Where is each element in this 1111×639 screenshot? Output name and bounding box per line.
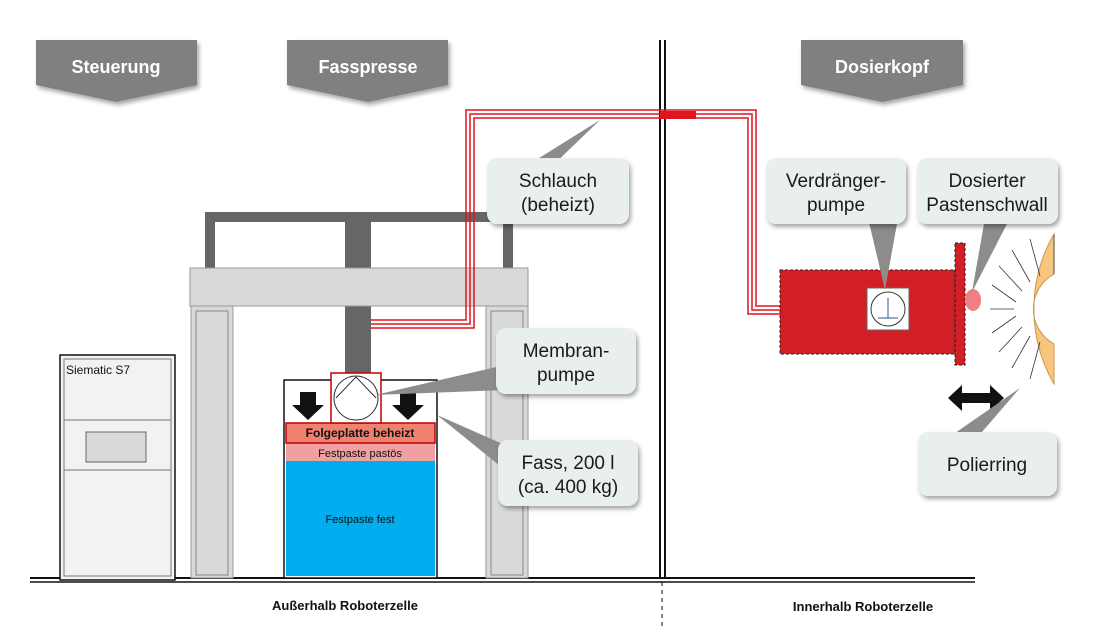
drum: Festpaste fest Festpaste pastös Folgepla… bbox=[283, 379, 438, 579]
callout-verdraengerpumpe: Verdränger- pumpe bbox=[766, 158, 906, 224]
callout-pointers bbox=[375, 120, 1020, 470]
callout-fass-line2: (ca. 400 kg) bbox=[518, 477, 618, 498]
festpaste-pastos-layer bbox=[286, 443, 435, 461]
callout-schlauch-line2: (beheizt) bbox=[521, 195, 595, 216]
festpaste-fest-label: Festpaste fest bbox=[325, 514, 394, 526]
banner-fasspresse-label: Fasspresse bbox=[318, 57, 417, 77]
festpaste-pastos-label: Festpaste pastös bbox=[318, 448, 402, 460]
pump-symbol-icon bbox=[335, 376, 377, 399]
banner-steuerung: Steuerung bbox=[36, 40, 197, 102]
zone-outside-label: Außerhalb Roboterzelle bbox=[272, 598, 418, 613]
callout-polierring-line1: Polierring bbox=[947, 455, 1027, 476]
banner-fasspresse: Fasspresse bbox=[287, 40, 448, 102]
callout-polierring: Polierring bbox=[918, 432, 1057, 496]
callout-fass-line1: Fass, 200 l bbox=[522, 453, 615, 474]
callout-membranpumpe-line1: Membran- bbox=[523, 341, 610, 362]
siematic-label: Siematic S7 bbox=[66, 363, 130, 377]
callout-pastenschwall: Dosierter Pastenschwall bbox=[917, 158, 1058, 224]
hose-coupling bbox=[660, 111, 696, 119]
zone-divider bbox=[659, 40, 666, 630]
down-arrow-icon bbox=[392, 392, 424, 420]
callout-membranpumpe-line2: pumpe bbox=[537, 365, 595, 386]
zone-inside-label: Innerhalb Roboterzelle bbox=[793, 599, 933, 614]
paste-blob bbox=[965, 289, 981, 311]
banner-dosierkopf-label: Dosierkopf bbox=[835, 57, 930, 77]
displacement-pump-icon bbox=[878, 298, 898, 319]
callout-schlauch: Schlauch (beheizt) bbox=[487, 158, 629, 224]
callout-pastenschwall-line2: Pastenschwall bbox=[926, 195, 1047, 216]
down-arrow-icon bbox=[292, 392, 324, 420]
heated-hose bbox=[371, 109, 780, 329]
callout-fass: Fass, 200 l (ca. 400 kg) bbox=[498, 440, 638, 506]
callout-schlauch-line1: Schlauch bbox=[519, 171, 597, 192]
callout-verdraengerpumpe-line1: Verdränger- bbox=[786, 171, 886, 192]
folgeplatte-label: Folgeplatte beheizt bbox=[306, 426, 415, 440]
membrane-pump bbox=[330, 372, 382, 424]
polishing-ring bbox=[990, 232, 1055, 386]
festpaste-fest-layer bbox=[286, 461, 435, 576]
callout-membranpumpe: Membran- pumpe bbox=[496, 328, 636, 394]
siematic-cabinet: Siematic S7 bbox=[59, 354, 176, 581]
callout-pastenschwall-line1: Dosierter bbox=[948, 171, 1026, 192]
banner-dosierkopf: Dosierkopf bbox=[801, 40, 963, 102]
banner-steuerung-label: Steuerung bbox=[71, 57, 160, 77]
dosing-head bbox=[779, 242, 981, 366]
double-arrow-icon bbox=[948, 385, 1004, 411]
callout-verdraengerpumpe-line2: pumpe bbox=[807, 195, 865, 216]
